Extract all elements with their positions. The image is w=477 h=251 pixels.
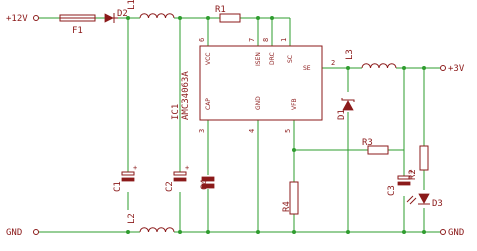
resistor-r3[interactable]: R3 — [362, 138, 389, 155]
l2-label: L2 — [127, 213, 137, 224]
diode-d1[interactable]: D1 — [337, 98, 355, 120]
resistor-r1[interactable]: R1 — [215, 5, 241, 23]
vout-terminal-icon — [440, 65, 446, 71]
inductor-l1[interactable]: L1 — [127, 0, 175, 19]
pin-6-number: 6 — [198, 38, 206, 42]
c4-label: C4 — [200, 179, 210, 190]
resistor-r4[interactable]: R4 — [282, 181, 299, 215]
r2-label: R2 — [408, 169, 418, 180]
r4-label: R4 — [282, 201, 292, 212]
pin-4-number: 4 — [248, 129, 256, 133]
capacitor-c3[interactable]: + C3 — [387, 168, 413, 196]
ic-body — [199, 45, 323, 121]
d3-label: D3 — [432, 199, 443, 209]
pin-vcc-label: VCC — [205, 53, 212, 65]
inductor-l2[interactable]: L2 — [127, 213, 175, 233]
vin-terminal-icon — [33, 15, 39, 21]
vout-terminal[interactable]: +3V — [440, 64, 465, 74]
pin-3-number: 3 — [198, 129, 206, 133]
pin-sc-label: SC — [287, 55, 294, 63]
gnd-left-terminal-icon — [33, 229, 39, 235]
ic1-label: IC1 — [171, 104, 181, 120]
capacitor-c4[interactable]: C4 — [200, 176, 215, 190]
junctions — [126, 16, 426, 234]
resistor-r2[interactable]: R2 — [408, 145, 429, 180]
svg-text:+: + — [133, 164, 137, 172]
capacitor-icon — [121, 171, 135, 176]
pin-cap-label: CAP — [205, 98, 212, 110]
inductor-icon — [139, 13, 175, 19]
pin-isen-label: ISEN — [255, 52, 262, 66]
pin-7-number: 7 — [248, 38, 256, 42]
pin-drc-label: DRC — [269, 52, 276, 65]
pin-se-label: SE — [303, 65, 311, 72]
capacitor-c2[interactable]: + C2 — [165, 164, 189, 192]
diode-icon — [342, 100, 354, 111]
inductor-l3[interactable]: L3 — [345, 49, 397, 69]
d2-label: D2 — [117, 9, 128, 19]
capacitor-icon — [201, 176, 215, 182]
gnd-left-label: GND — [6, 228, 22, 238]
d1-label: D1 — [337, 109, 347, 120]
c2-label: C2 — [165, 181, 175, 192]
vin-terminal[interactable]: +12V — [6, 14, 39, 24]
fuse-f1[interactable]: F1 — [59, 14, 96, 36]
l3-label: L3 — [345, 49, 355, 60]
resistor-icon — [367, 145, 389, 155]
capacitor-icon — [397, 175, 411, 180]
led-d3[interactable]: D3 — [406, 193, 443, 209]
vout-label: +3V — [448, 64, 465, 74]
svg-text:+: + — [185, 164, 189, 172]
pin-1-number: 1 — [280, 38, 288, 42]
resistor-icon — [219, 13, 241, 23]
pin-2-number: 2 — [331, 59, 335, 67]
pin-8-number: 8 — [262, 38, 270, 42]
resistor-icon — [419, 145, 429, 171]
pin-vfb-label: VFB — [291, 98, 298, 110]
led-icon — [418, 193, 430, 204]
diode-d2[interactable]: D2 — [104, 9, 128, 23]
ic-amc34063a[interactable]: VCC ISEN DRC SC CAP GND VFB SE 6 7 8 1 2… — [171, 38, 335, 133]
c3-label: C3 — [387, 185, 397, 196]
gnd-left-terminal[interactable]: GND — [6, 228, 39, 238]
pin-5-number: 5 — [284, 129, 292, 133]
c1-label: C1 — [113, 181, 123, 192]
resistor-icon — [289, 181, 299, 215]
ic1-value: AMC34063A — [181, 71, 191, 120]
inductor-icon — [139, 227, 175, 233]
capacitor-c1[interactable]: + C1 — [113, 164, 137, 192]
r1-label: R1 — [215, 5, 226, 15]
r3-label: R3 — [362, 138, 373, 148]
gnd-right-terminal[interactable]: GND — [440, 228, 465, 238]
l1-label: L1 — [127, 0, 137, 10]
pin-gnd-label: GND — [255, 96, 262, 110]
svg-text:+: + — [409, 168, 413, 176]
vin-label: +12V — [6, 14, 28, 24]
wires — [38, 17, 440, 233]
inductor-icon — [361, 63, 397, 69]
f1-label: F1 — [72, 26, 83, 36]
gnd-right-label: GND — [448, 228, 464, 238]
gnd-right-terminal-icon — [440, 229, 446, 235]
capacitor-icon — [173, 171, 187, 176]
